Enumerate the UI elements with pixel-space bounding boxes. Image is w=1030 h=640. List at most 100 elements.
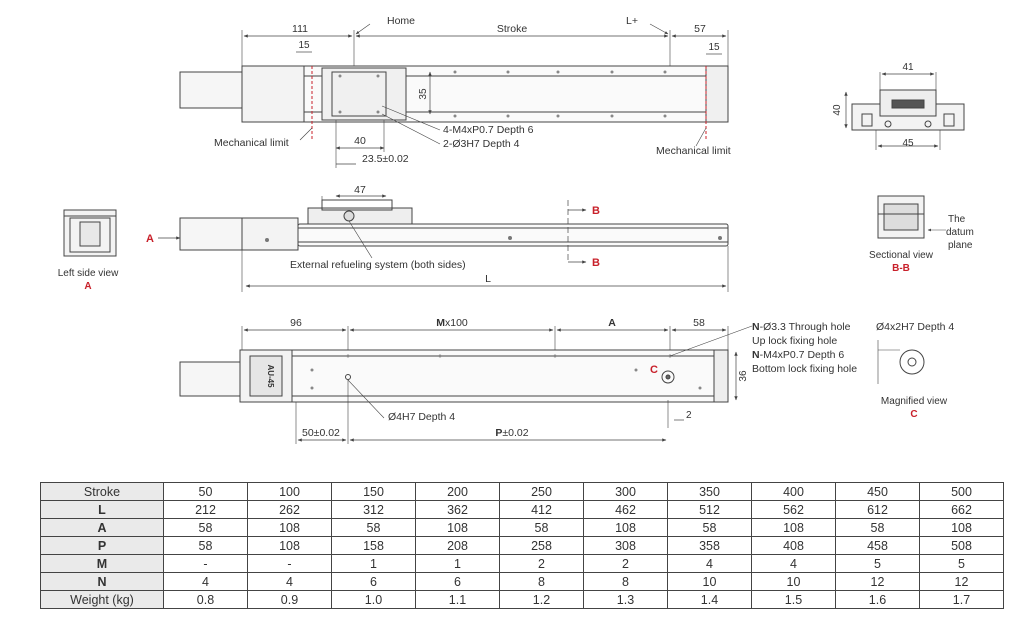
dim-a: A <box>608 317 616 329</box>
table-cell: 1.6 <box>835 590 920 609</box>
label-home: Home <box>387 15 415 27</box>
callout-m4: 4-M4xP0.7 Depth 6 <box>443 124 534 136</box>
table-cell: 1.4 <box>667 590 752 609</box>
rail-holes <box>338 70 667 118</box>
table-cell: 308 <box>583 536 668 555</box>
bottom-view <box>179 325 753 444</box>
table-cell: 1.2 <box>499 590 584 609</box>
table-cell: 1.3 <box>583 590 668 609</box>
row-header: A <box>40 518 164 537</box>
table-cell: 5 <box>835 554 920 573</box>
table-cell: 400 <box>751 482 836 501</box>
table-cell: 108 <box>247 536 332 555</box>
dim-57: 57 <box>694 23 706 35</box>
dim-96: 96 <box>290 317 302 329</box>
label-stroke: Stroke <box>497 23 528 35</box>
table-cell: 562 <box>751 500 836 519</box>
callout-dowel: 2-Ø3H7 Depth 4 <box>443 138 520 150</box>
dim-111: 111 <box>292 23 308 35</box>
note-m4: N-M4xP0.7 Depth 6 <box>752 349 844 361</box>
dim-47: 47 <box>354 184 366 196</box>
motor-flange <box>241 65 305 123</box>
hole-4h7-label: Ø4H7 Depth 4 <box>388 411 455 423</box>
bottom-holes <box>310 354 702 390</box>
slider-carriage <box>321 67 407 121</box>
table-cell: 208 <box>415 536 500 555</box>
table-cell: 4 <box>667 554 752 573</box>
dim-40: 40 <box>354 135 366 147</box>
table-cell: 10 <box>667 572 752 591</box>
sectional-view-ref: B-B <box>892 263 910 274</box>
dim-35: 35 <box>418 88 429 100</box>
table-cell: 450 <box>835 482 920 501</box>
table-cell: 312 <box>331 500 416 519</box>
marker-c: C <box>650 364 658 376</box>
table-cell: 408 <box>751 536 836 555</box>
table-cell: 362 <box>415 500 500 519</box>
table-cell: 4 <box>751 554 836 573</box>
end-block <box>705 65 729 123</box>
datum-line-2: datum <box>946 227 974 238</box>
table-cell: 2 <box>499 554 584 573</box>
left-side-view-caption: Left side view <box>58 268 119 279</box>
table-cell: 0.9 <box>247 590 332 609</box>
table-cell: 58 <box>163 536 248 555</box>
magnified-view <box>877 340 925 384</box>
table-cell: 58 <box>331 518 416 537</box>
top-view <box>179 23 729 168</box>
table-cell: 12 <box>835 572 920 591</box>
row-header: P <box>40 536 164 555</box>
dim-40-end: 40 <box>832 104 843 116</box>
marker-c-hole <box>661 370 675 384</box>
magnified-ref: C <box>910 409 917 420</box>
dim-2: 2 <box>686 410 692 421</box>
table-cell: 158 <box>331 536 416 555</box>
table-cell: 4 <box>247 572 332 591</box>
note-up-lock: Up lock fixing hole <box>752 335 837 347</box>
dim-l: L <box>485 273 491 285</box>
table-cell: 458 <box>835 536 920 555</box>
dim-58: 58 <box>693 317 705 329</box>
table-cell: 250 <box>499 482 584 501</box>
table-cell: 1.0 <box>331 590 416 609</box>
dim-41: 41 <box>902 62 914 73</box>
table-cell: 58 <box>835 518 920 537</box>
dim-15-left: 15 <box>298 40 310 51</box>
end-view <box>844 72 965 150</box>
label-l-plus: L+ <box>626 15 638 27</box>
dim-50: 50±0.02 <box>302 427 340 439</box>
datum-line-3: plane <box>948 240 973 251</box>
table-cell: 662 <box>919 500 1004 519</box>
label-b-bottom: B <box>592 257 600 269</box>
table-cell: 358 <box>667 536 752 555</box>
table-cell: 58 <box>499 518 584 537</box>
table-cell: 462 <box>583 500 668 519</box>
table-cell: 8 <box>583 572 668 591</box>
label-b-top: B <box>592 205 600 217</box>
mech-limit-left-label: Mechanical limit <box>214 137 289 149</box>
label-a-arrow: A <box>146 233 154 245</box>
table-cell: 1.7 <box>919 590 1004 609</box>
table-cell: 1 <box>415 554 500 573</box>
magnified-title: Ø4x2H7 Depth 4 <box>876 321 954 333</box>
table-cell: 58 <box>667 518 752 537</box>
note-through-hole: N-Ø3.3 Through hole <box>752 321 851 333</box>
table-cell: 4 <box>163 572 248 591</box>
note-bottom-lock: Bottom lock fixing hole <box>752 363 857 375</box>
table-cell: 1.5 <box>751 590 836 609</box>
table-cell: 512 <box>667 500 752 519</box>
table-cell: 108 <box>415 518 500 537</box>
dim-45: 45 <box>902 138 914 149</box>
refuel-note: External refueling system (both sides) <box>290 259 466 271</box>
technical-drawing: 111 Home Stroke L+ 57 15 15 35 40 23.5±0… <box>58 15 974 444</box>
datum-line-1: The <box>948 214 966 225</box>
table-cell: 58 <box>163 518 248 537</box>
table-cell: 10 <box>751 572 836 591</box>
table-cell: 258 <box>499 536 584 555</box>
table-cell: 500 <box>919 482 1004 501</box>
dim-23-5: 23.5±0.02 <box>362 153 409 165</box>
dim-p: P±0.02 <box>495 427 528 439</box>
